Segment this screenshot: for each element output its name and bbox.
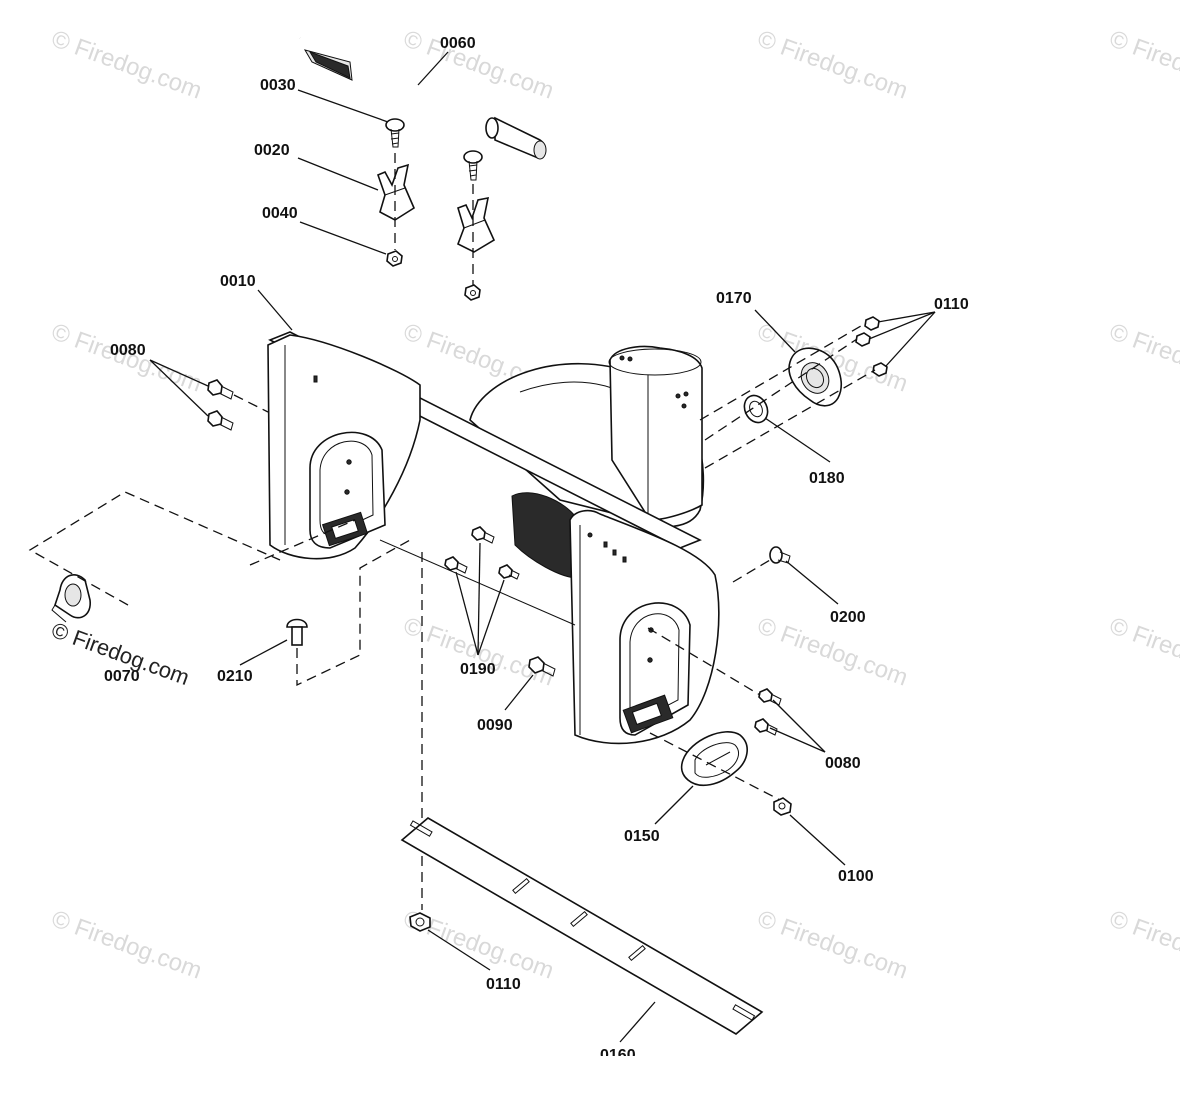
watermark: © Firedog.com <box>48 25 205 104</box>
nut-right <box>464 284 481 301</box>
nut-0100 <box>773 797 792 816</box>
part-label-0060[interactable]: 0060 <box>440 35 476 52</box>
part-label-0040[interactable]: 0040 <box>262 205 298 222</box>
watermark: © Firedog.com <box>754 905 911 984</box>
auger-housing <box>267 331 720 745</box>
watermark: © Firedog.com <box>48 905 205 984</box>
nut-0110-bottom <box>409 912 431 932</box>
bolts-0080-left <box>207 379 234 431</box>
discharge-chute <box>608 345 703 521</box>
watermark: © Firedog.com <box>1106 905 1180 984</box>
crop-mask <box>560 1056 680 1068</box>
leader-lines <box>149 51 936 1043</box>
part-label-0150[interactable]: 0150 <box>624 828 660 845</box>
bolt-0090 <box>528 656 556 677</box>
screw-0030 <box>385 118 405 148</box>
screw-right <box>463 150 483 181</box>
bolts-0080-right <box>754 688 782 736</box>
bearing-0070 <box>51 574 91 623</box>
nut-0040 <box>386 250 403 267</box>
bolt-0200 <box>769 546 791 564</box>
watermark: © Firedog.com <box>1106 318 1180 397</box>
part-label-0110[interactable]: 0110 <box>934 296 969 313</box>
part-label-0080[interactable]: 0080 <box>825 755 861 772</box>
watermark: © Firedog.com <box>1106 612 1180 691</box>
part-label-0210[interactable]: 0210 <box>217 668 253 685</box>
watermark: © Firedog.com <box>754 25 911 104</box>
part-label-0190[interactable]: 0190 <box>460 661 496 678</box>
clip-right <box>456 196 496 253</box>
bearing-flange <box>788 347 842 407</box>
clip-left <box>376 163 416 221</box>
part-label-0070[interactable]: 0070 <box>104 668 140 685</box>
part-label-0030[interactable]: 0030 <box>260 77 296 94</box>
clean-out-tool <box>299 36 547 160</box>
part-label-0110[interactable]: 0110 <box>486 976 521 993</box>
part-label-0080[interactable]: 0080 <box>110 342 146 359</box>
bearing <box>743 394 769 424</box>
shave-plate <box>400 817 764 1035</box>
watermark: © Firedog.com <box>1106 25 1180 104</box>
auger-opening <box>511 492 579 579</box>
part-label-0020[interactable]: 0020 <box>254 142 290 159</box>
part-label-0170[interactable]: 0170 <box>716 290 752 307</box>
carriage-bolt-0210 <box>286 618 308 646</box>
part-label-0090[interactable]: 0090 <box>477 717 513 734</box>
skid-shoe <box>680 731 748 787</box>
part-label-0100[interactable]: 0100 <box>838 868 874 885</box>
part-label-0010[interactable]: 0010 <box>220 273 256 290</box>
bolts-0190 <box>444 526 520 580</box>
part-label-0200[interactable]: 0200 <box>830 609 866 626</box>
part-label-0180[interactable]: 0180 <box>809 470 845 487</box>
flange-nuts <box>855 316 888 377</box>
part-labels: 0060 0030 0020 0040 0010 0170 0110 0080 … <box>104 35 969 1064</box>
